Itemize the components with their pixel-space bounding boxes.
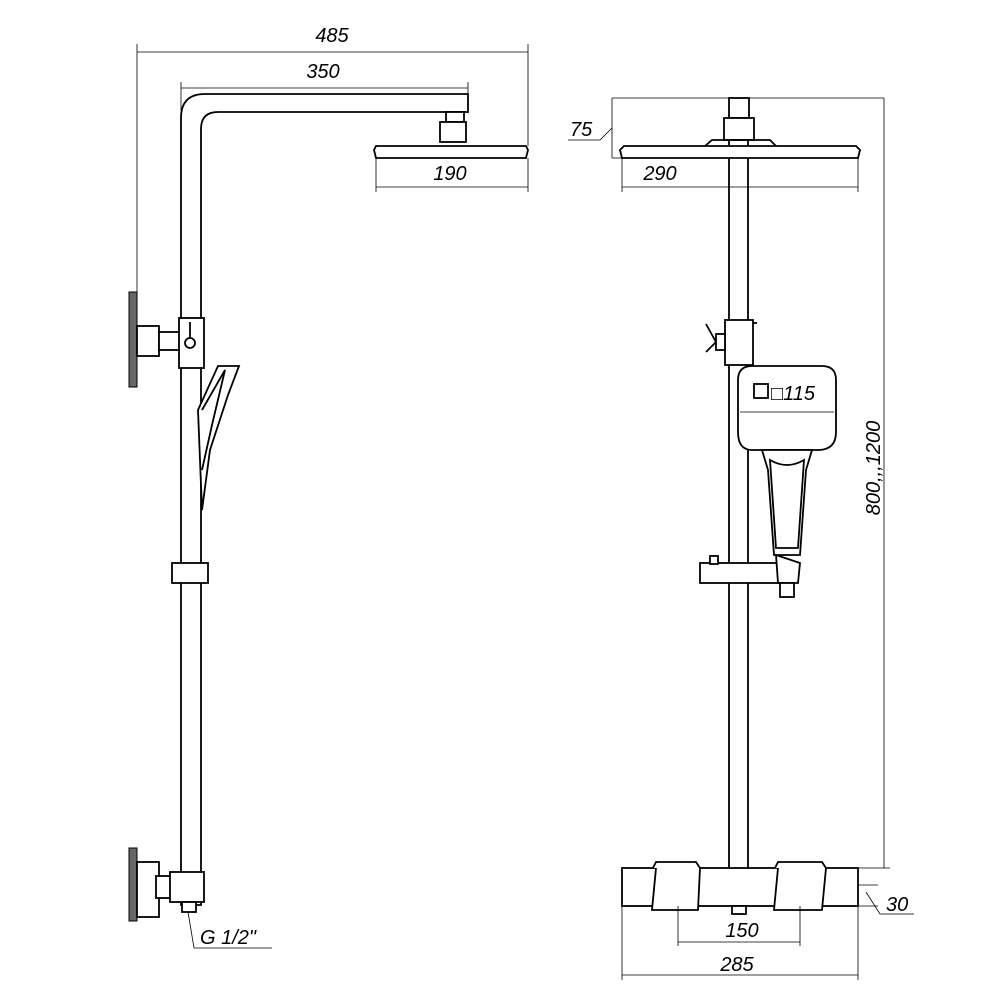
connection-leader: [187, 911, 272, 949]
mixer-outlet: [731, 905, 747, 915]
diverter-front-stem: [715, 333, 726, 351]
hand-shower-face: [737, 365, 837, 451]
mixer-right-handle-top: [774, 861, 827, 869]
diverter-knob: [184, 337, 196, 349]
rain-head-front-collar: [704, 139, 777, 147]
dim-head-height-label: 75: [570, 119, 593, 141]
riser-pipe-front: [728, 139, 749, 871]
upper-wall-arm-link: [158, 331, 182, 351]
head-connector-front: [723, 117, 755, 141]
diverter-front-lever-top: [705, 323, 717, 343]
slider-bracket-side: [171, 562, 209, 584]
dim-mixer-spacing-label: 150: [725, 920, 758, 942]
dim-overall-width-label: 485: [315, 25, 349, 47]
dim-head-front-label: 290: [642, 163, 676, 185]
diverter-front-lever-bottom: [705, 341, 717, 353]
front-view: □115 75 290 800,,,1200 30: [568, 97, 914, 980]
dim-arm-length-label: 350: [306, 61, 339, 83]
head-connector-front-top: [728, 97, 750, 119]
head-connector-nut: [445, 111, 465, 123]
lower-wall-plate: [128, 847, 138, 922]
lower-inlet-nut: [181, 901, 197, 913]
mixer-left-handle-top: [652, 861, 701, 869]
mixer-left-handle: [651, 867, 701, 911]
dim-height-range-label: 800,,,1200: [863, 421, 885, 516]
dim-mixer-width-label: 285: [719, 954, 754, 976]
riser-pipe-with-arm: [180, 93, 469, 906]
diverter-front: [724, 319, 754, 366]
lower-elbow: [169, 871, 205, 903]
slider-bracket-front: [699, 562, 781, 584]
dim-75-leader: [568, 127, 613, 141]
hand-shower-side-contour: [201, 369, 226, 471]
square-symbol: [753, 383, 769, 399]
side-view: 485 350 190 G 1/2": [128, 25, 529, 949]
hand-shower-holder: [775, 553, 801, 584]
upper-wall-arm: [136, 325, 160, 357]
hand-shower-handle-inner: [768, 458, 806, 549]
dim-30-leader: [865, 891, 914, 915]
rain-head-front: [619, 145, 861, 159]
head-connector-body: [439, 121, 467, 143]
connection-thread-label: G 1/2": [200, 927, 257, 949]
upper-wall-plate: [128, 291, 138, 388]
diverter-body: [178, 317, 205, 369]
mixer-right-handle: [773, 867, 827, 911]
dim-head-side-label: 190: [433, 163, 466, 185]
slider-knob: [709, 555, 719, 565]
rain-head-side: [373, 145, 529, 159]
dim-mixer-height-label: 30: [886, 894, 908, 916]
hose-connector: [779, 582, 795, 598]
dim-hand-shower-label: □115: [771, 383, 816, 405]
hand-shower-side: [197, 365, 241, 511]
